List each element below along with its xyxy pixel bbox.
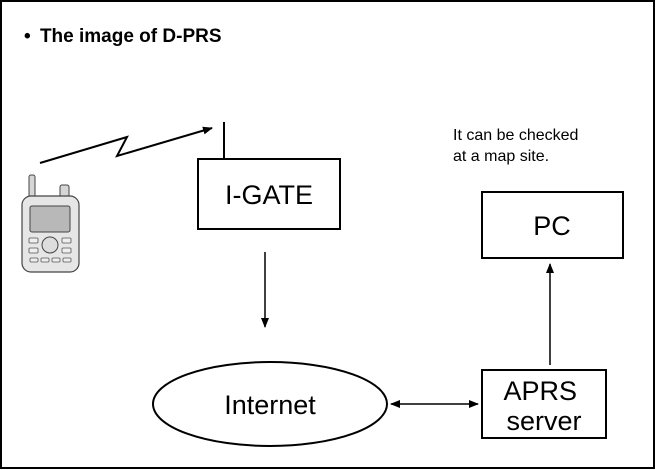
handheld-radio-icon <box>21 174 80 273</box>
title-bullet: • <box>24 26 31 47</box>
aprs-server-box: APRS server <box>481 369 607 439</box>
title-text: The image of D-PRS <box>40 26 222 47</box>
pc-label: PC <box>533 211 571 241</box>
igate-label: I-GATE <box>225 180 313 210</box>
aprs-server-line1: APRS <box>503 376 577 406</box>
pc-note: It can be checked at a map site. <box>453 127 583 165</box>
aprs-server-line2: server <box>506 406 581 436</box>
pc-note-line1: It can be checked <box>453 127 578 144</box>
pc-box: PC <box>481 191 624 259</box>
internet-label: Internet <box>224 390 316 420</box>
aprs-server-label: APRS server <box>503 376 584 436</box>
internet-cloud: Internet <box>152 361 388 447</box>
radio-wave-signal <box>39 126 213 164</box>
igate-box: I-GATE <box>197 158 341 230</box>
pc-note-line2: at a map site. <box>453 148 549 165</box>
diagram-title: • The image of D-PRS <box>24 26 222 47</box>
